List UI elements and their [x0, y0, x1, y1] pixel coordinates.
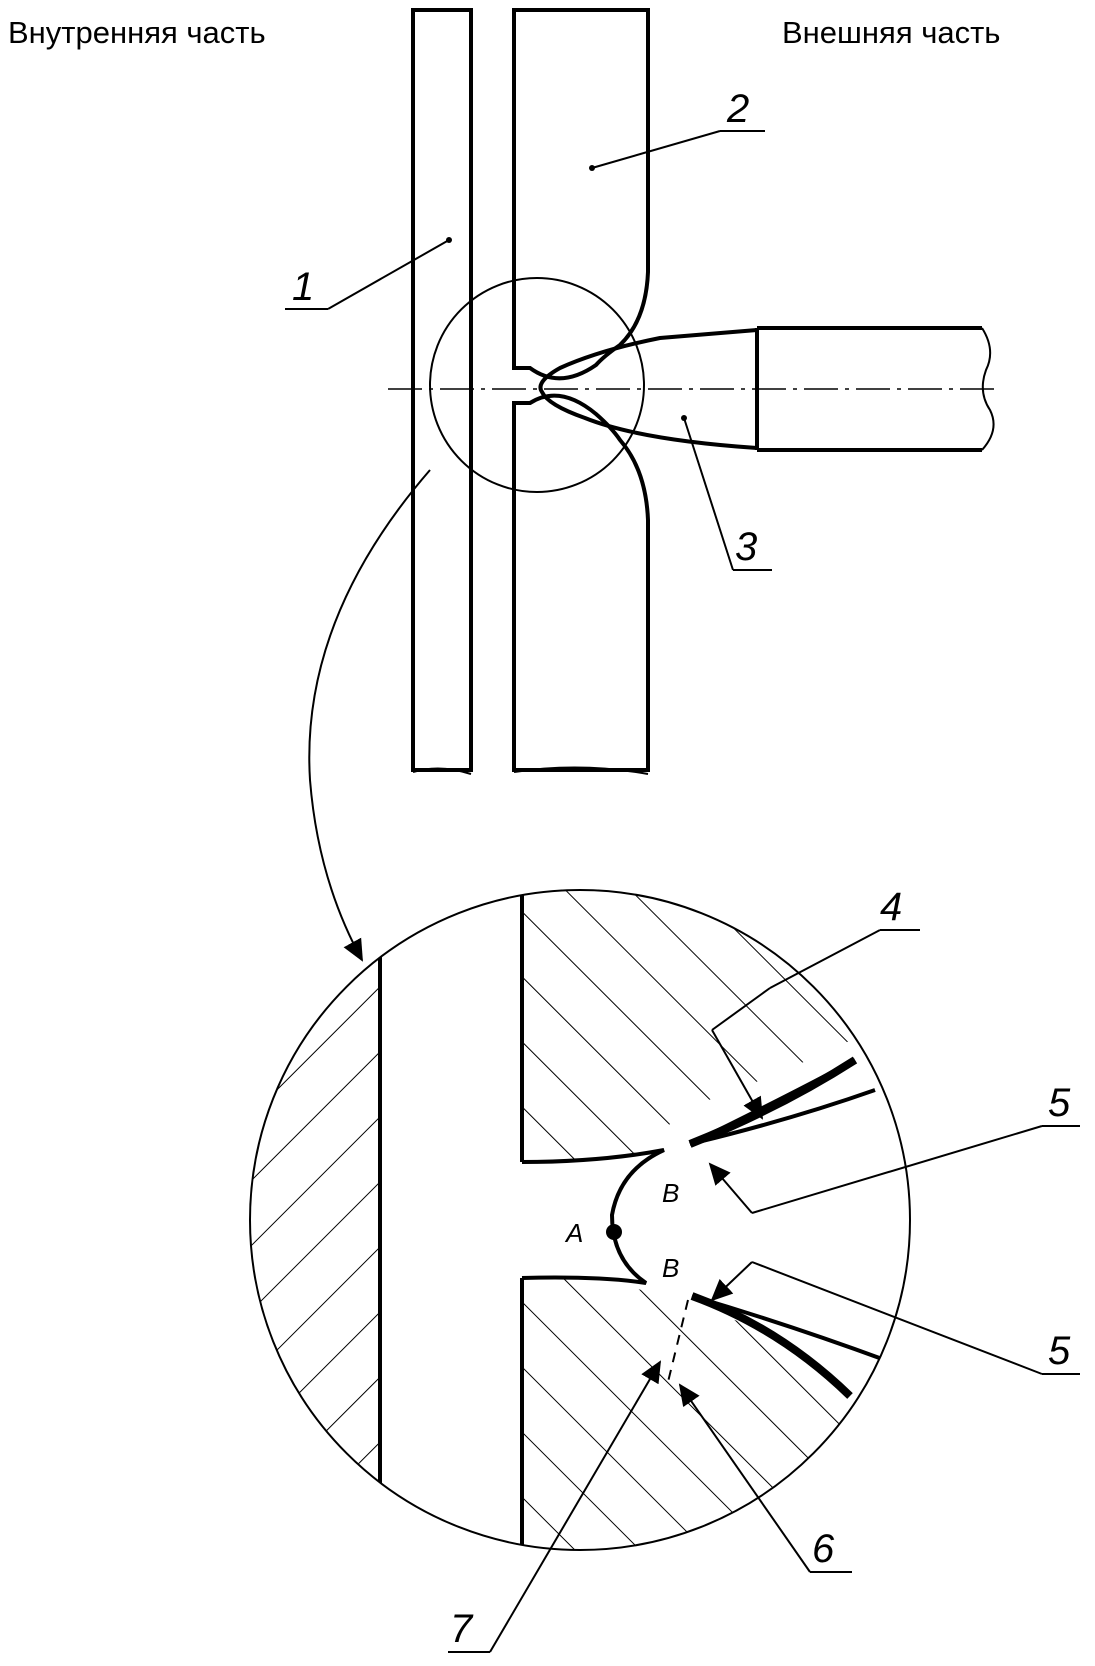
detail-inner-wall	[250, 890, 380, 1550]
inner-side-label: Внутренняя часть	[8, 15, 266, 50]
torch-tip-outline	[538, 328, 758, 450]
callout-2: 2	[589, 87, 765, 171]
callout-6: 6	[678, 1383, 852, 1573]
callout-7: 7	[448, 1360, 662, 1653]
outer-side-label: Внешняя часть	[782, 15, 1000, 50]
callout-3-label: 3	[735, 525, 757, 569]
callout-7-label: 7	[450, 1607, 474, 1651]
callout-5-lower: 5	[710, 1261, 1080, 1375]
detail-circle	[429, 277, 645, 493]
callout-6-label: 6	[812, 1527, 835, 1571]
point-a-label: A	[564, 1218, 583, 1248]
callout-3: 3	[681, 415, 772, 571]
callout-5-upper-label: 5	[1048, 1081, 1071, 1125]
detail-joint-contour	[521, 1148, 665, 1285]
point-b-upper-label: B	[662, 1178, 679, 1208]
detail-fusion-line	[667, 1299, 689, 1383]
enlarged-detail: A B B	[249, 889, 911, 1551]
detail-outline-circle	[249, 889, 911, 1551]
point-a-marker	[606, 1224, 622, 1240]
callout-5-lower-label: 5	[1048, 1329, 1071, 1373]
outer-wall-upper-section	[512, 8, 650, 381]
callout-1-label: 1	[292, 265, 314, 309]
callout-5-upper: 5	[708, 1081, 1080, 1214]
callout-4: 4	[711, 885, 920, 1120]
detail-connector-arrow	[308, 469, 431, 962]
outer-wall-lower-section	[512, 393, 650, 772]
detail-lower-cut-line	[691, 1294, 886, 1362]
detail-torch-gap	[635, 1000, 910, 1420]
detail-upper-weld-bead	[688, 1056, 858, 1148]
inner-wall-section	[411, 8, 473, 772]
callout-4-label: 4	[880, 885, 902, 929]
torch-break-line	[981, 327, 995, 451]
callout-1: 1	[285, 237, 452, 310]
point-b-lower-label: B	[662, 1253, 679, 1283]
callout-2-label: 2	[726, 87, 749, 131]
top-assembly	[388, 8, 1000, 775]
wall-break-line	[412, 766, 649, 775]
